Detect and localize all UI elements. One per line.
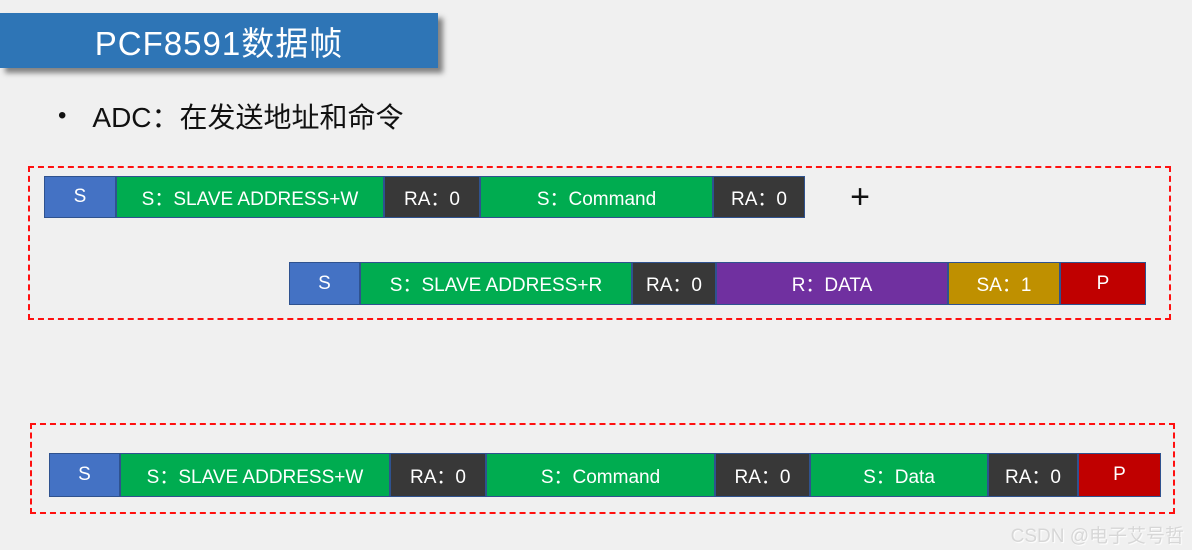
page-title: PCF8591数据帧: [94, 24, 344, 62]
segment-start: S: [289, 262, 360, 305]
bullet-line: • ADC：在发送地址和命令: [58, 96, 404, 136]
segment-command: S：Command: [480, 176, 713, 218]
segment-slave-address-w: S：SLAVE ADDRESS+W: [120, 453, 390, 497]
segment-slave-address-w: S：SLAVE ADDRESS+W: [116, 176, 384, 218]
title-banner: PCF8591数据帧: [0, 13, 438, 68]
segment-ra-0: RA：0: [632, 262, 716, 305]
segment-command: S：Command: [486, 453, 715, 497]
plus-sign: +: [850, 177, 870, 216]
segment-stop: P: [1078, 453, 1161, 497]
segment-start: S: [49, 453, 120, 497]
segment-ra-0: RA：0: [390, 453, 486, 497]
segment-ra-0: RA：0: [715, 453, 810, 497]
segment-slave-address-r: S：SLAVE ADDRESS+R: [360, 262, 632, 305]
segment-read-data: R：DATA: [716, 262, 948, 305]
segment-ra-0: RA：0: [384, 176, 480, 218]
segment-sa-1: SA：1: [948, 262, 1060, 305]
segment-ra-0: RA：0: [988, 453, 1078, 497]
segment-data: S：Data: [810, 453, 988, 497]
segment-stop: P: [1060, 262, 1146, 305]
segment-ra-0: RA：0: [713, 176, 805, 218]
adc-frame-dashed-box: [28, 166, 1171, 320]
bullet-text: ADC：在发送地址和命令: [92, 102, 404, 133]
bullet-icon: •: [58, 102, 67, 129]
dac-frame-dashed-box: [30, 423, 1175, 514]
segment-start: S: [44, 176, 116, 218]
watermark-text: CSDN @电子艾号哲: [1010, 526, 1184, 547]
